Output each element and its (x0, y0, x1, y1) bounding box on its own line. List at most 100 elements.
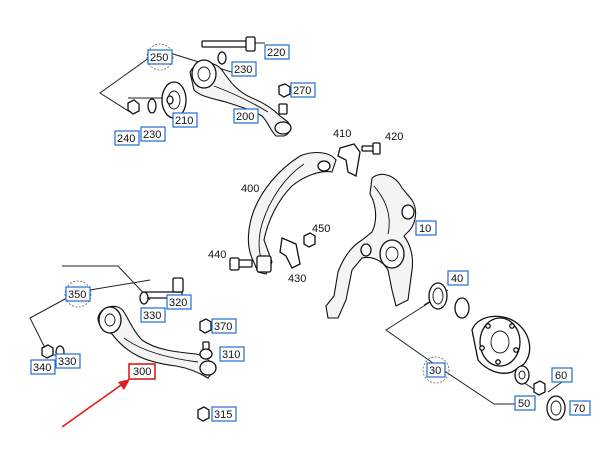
svg-text:430: 430 (288, 273, 306, 285)
label-320[interactable]: 320 (166, 294, 192, 310)
leader-350-left (29, 291, 79, 349)
leader-30-lower (439, 367, 520, 405)
svg-text:210: 210 (175, 115, 193, 127)
label-340[interactable]: 340 (30, 359, 56, 375)
bolt-220 (201, 36, 256, 52)
steering-knuckle-10 (325, 173, 417, 319)
nut-450 (303, 232, 316, 248)
label-430[interactable]: 430 (288, 273, 306, 285)
label-70[interactable]: 70 (569, 400, 591, 416)
upper-arm-group (99, 36, 292, 137)
svg-text:330: 330 (143, 310, 161, 322)
label-315[interactable]: 315 (211, 406, 237, 422)
svg-text:230: 230 (143, 129, 161, 141)
svg-text:340: 340 (33, 362, 51, 374)
label-10[interactable]: 10 (415, 220, 437, 236)
washer-230-lower (147, 98, 157, 114)
label-300-highlighted[interactable]: 300 (128, 363, 156, 380)
lower-arm-300 (97, 305, 217, 379)
leader-60 (547, 381, 563, 393)
bracket-410 (337, 143, 361, 177)
label-200[interactable]: 200 (233, 108, 259, 124)
svg-text:200: 200 (236, 111, 254, 123)
bracket-430 (279, 237, 301, 269)
svg-text:10: 10 (419, 223, 431, 235)
nut-60 (533, 380, 546, 396)
svg-text:70: 70 (573, 403, 585, 415)
svg-text:370: 370 (214, 321, 232, 333)
ball-joint-310 (199, 341, 213, 360)
svg-text:420: 420 (385, 131, 403, 143)
svg-text:60: 60 (555, 370, 567, 382)
svg-text:300: 300 (133, 366, 151, 378)
label-240[interactable]: 240 (114, 130, 140, 146)
label-60[interactable]: 60 (551, 367, 573, 383)
svg-text:310: 310 (222, 349, 240, 361)
nut-240 (127, 99, 140, 115)
callout-circle-30 (422, 356, 450, 384)
leader-250-left (99, 49, 161, 113)
nut-315 (197, 406, 210, 422)
svg-text:450: 450 (312, 223, 330, 235)
label-440[interactable]: 440 (208, 249, 226, 261)
svg-text:330: 330 (58, 356, 76, 368)
svg-text:40: 40 (451, 273, 463, 285)
nut-370 (199, 318, 212, 334)
bearing-40 (428, 282, 448, 310)
strut-arm-400 (247, 151, 337, 275)
svg-text:50: 50 (518, 398, 530, 410)
svg-text:240: 240 (117, 133, 135, 145)
label-330-lower[interactable]: 330 (55, 353, 81, 369)
svg-text:440: 440 (208, 249, 226, 261)
svg-text:350: 350 (68, 289, 86, 301)
nut-340 (41, 344, 54, 359)
label-350[interactable]: 350 (65, 286, 91, 302)
label-210[interactable]: 210 (172, 112, 198, 128)
label-270[interactable]: 270 (290, 82, 316, 98)
label-400[interactable]: 400 (241, 183, 259, 195)
label-330-upper[interactable]: 330 (140, 307, 166, 323)
bearing-50 (514, 365, 530, 385)
bolt-420 (361, 142, 381, 155)
callout-circle-350 (64, 280, 92, 308)
leader-330-lower (62, 265, 151, 301)
washer-330-upper (139, 291, 149, 305)
svg-text:320: 320 (169, 297, 187, 309)
dust-cap-70 (546, 395, 566, 421)
label-250[interactable]: 250 (147, 49, 173, 65)
label-30[interactable]: 30 (426, 362, 446, 378)
upper-arm-200 (189, 59, 292, 137)
label-410[interactable]: 410 (333, 128, 351, 140)
label-230-lower[interactable]: 230 (140, 126, 166, 142)
svg-text:315: 315 (214, 409, 232, 421)
label-40[interactable]: 40 (447, 270, 469, 286)
bolt-440 (229, 257, 253, 271)
red-pointer-arrow (61, 379, 130, 428)
bushing-210 (161, 81, 187, 119)
washer-230-upper (217, 51, 227, 65)
label-50[interactable]: 50 (514, 395, 536, 411)
lower-arm-group (29, 265, 217, 422)
label-310[interactable]: 310 (219, 346, 245, 362)
wheel-hub-30 (471, 315, 531, 374)
svg-text:400: 400 (241, 183, 259, 195)
svg-text:270: 270 (293, 85, 311, 97)
svg-text:410: 410 (333, 128, 351, 140)
strut-arm-group (229, 142, 381, 275)
svg-text:30: 30 (429, 365, 441, 377)
label-230-upper[interactable]: 230 (231, 61, 257, 77)
snap-ring (454, 297, 470, 319)
hub-group (385, 282, 566, 421)
svg-text:220: 220 (267, 47, 285, 59)
leader-30-upper (385, 291, 447, 369)
svg-text:250: 250 (150, 52, 168, 64)
label-420[interactable]: 420 (385, 131, 403, 143)
label-220[interactable]: 220 (264, 44, 290, 60)
label-450[interactable]: 450 (312, 223, 330, 235)
svg-text:230: 230 (234, 64, 252, 76)
callout-circle-250 (146, 43, 174, 71)
label-370[interactable]: 370 (211, 318, 237, 334)
nut-270 (278, 83, 291, 98)
